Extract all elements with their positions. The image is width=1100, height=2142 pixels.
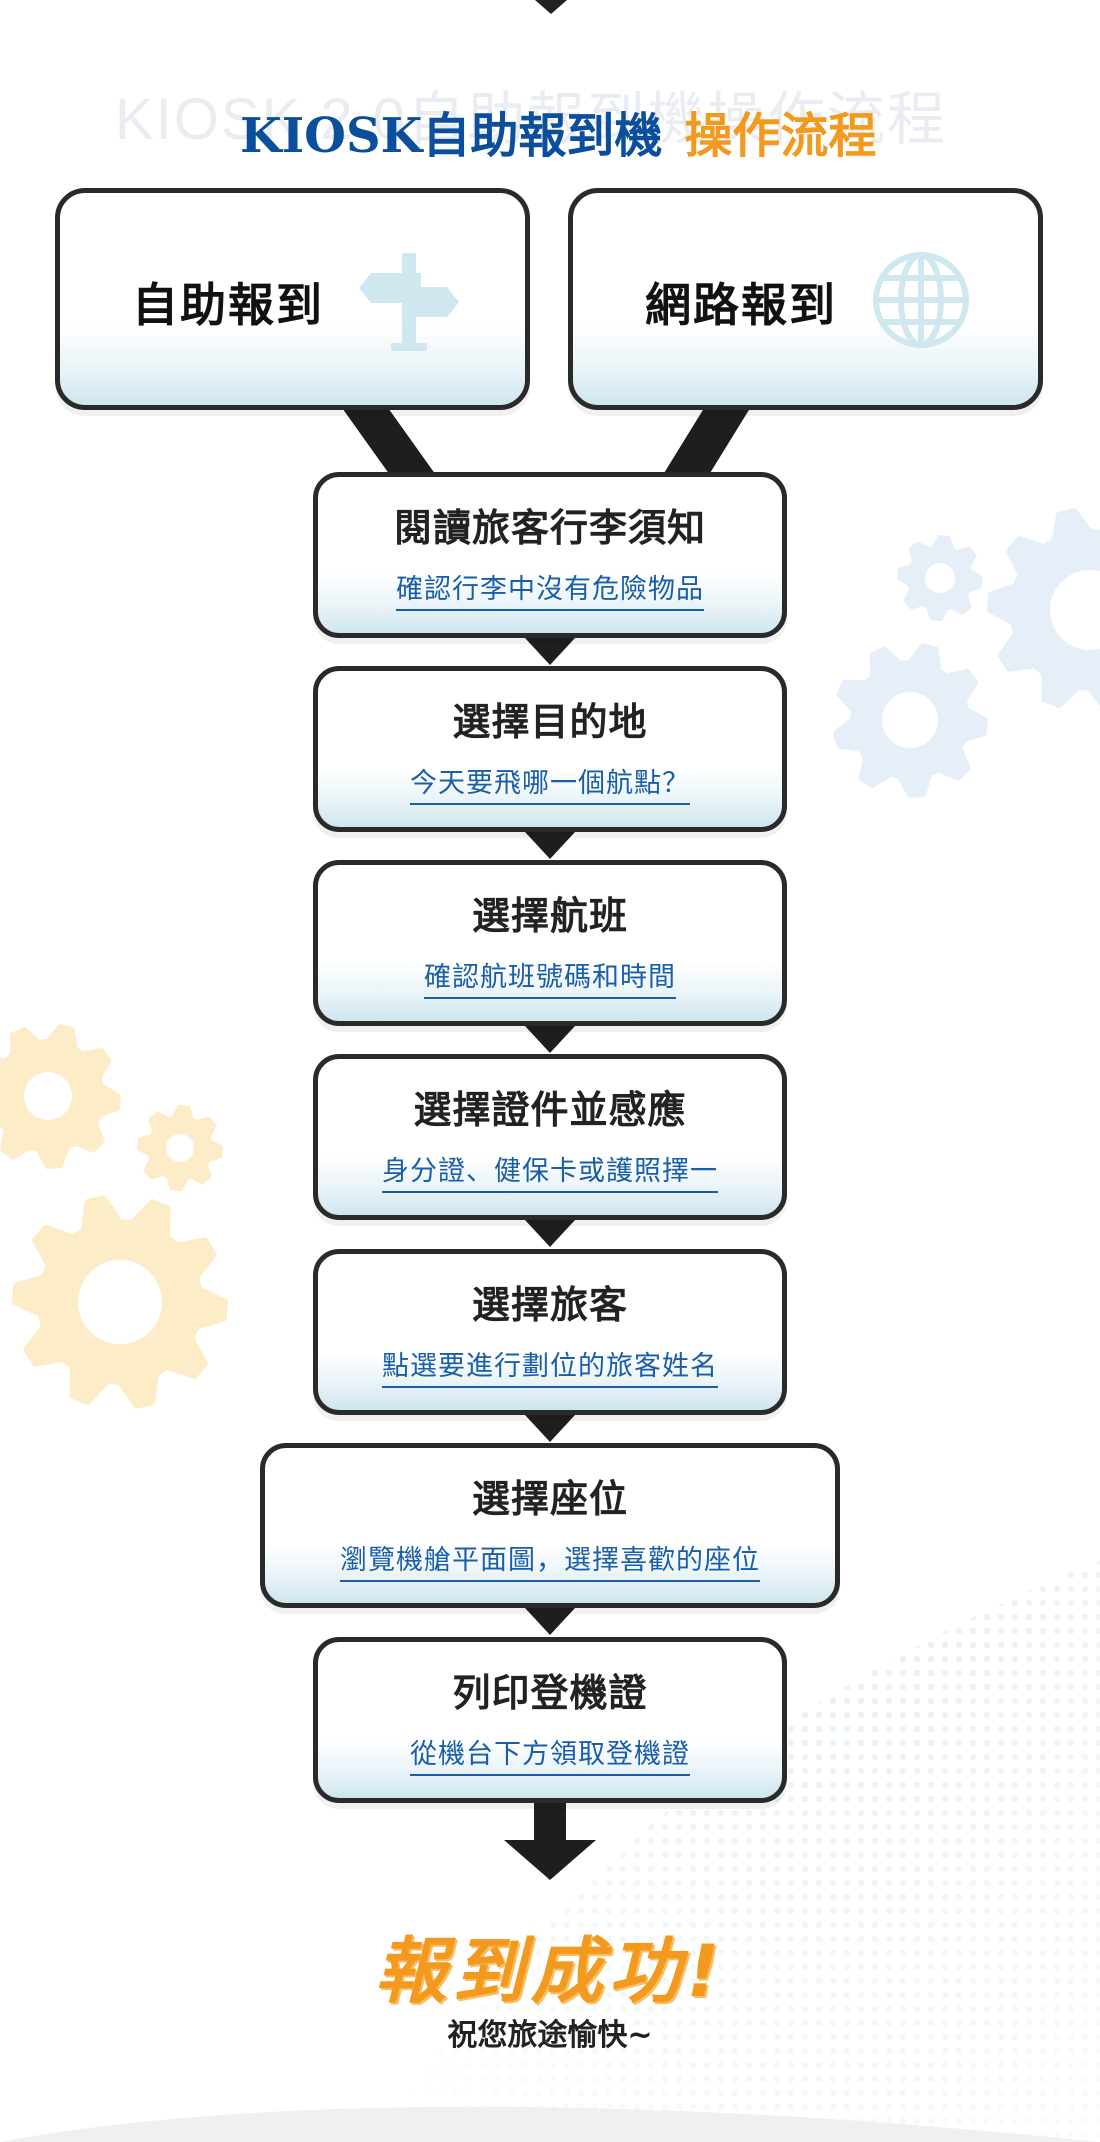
step-title: 閱讀旅客行李須知 [393, 506, 706, 550]
step-title: 選擇證件並感應 [413, 1088, 687, 1132]
page-title: KIOSK自助報到機操作流程 [240, 96, 940, 166]
arrow-5 [525, 1415, 575, 1442]
entry-online-checkin: 網路報到 [568, 188, 1043, 410]
step-subtitle: 瀏覽機艙平面圖，選擇喜歡的座位 [340, 1538, 760, 1582]
arrow-final [504, 1803, 596, 1880]
gear-icon [897, 535, 983, 621]
success-message: 報到成功! [374, 1929, 726, 2013]
gear-icon [833, 643, 988, 798]
gear-icon [0, 1024, 121, 1169]
step-passenger: 選擇旅客 點選要進行劃位的旅客姓名 [313, 1249, 787, 1415]
bottom-wave [0, 2106, 1100, 2142]
arrow-4 [525, 1220, 575, 1247]
gear-icon [137, 1105, 223, 1191]
step-destination: 選擇目的地 今天要飛哪一個航點？ [313, 666, 787, 832]
step-subtitle: 今天要飛哪一個航點？ [410, 761, 690, 805]
arrow-3 [525, 1026, 575, 1053]
step-id-scan: 選擇證件並感應 身分證、健保卡或護照擇一 [313, 1054, 787, 1220]
step-title: 列印登機證 [452, 1671, 648, 1715]
signpost-icon [359, 253, 459, 351]
wish-message: 祝您旅途愉快~ [447, 2018, 653, 2053]
entry-label-online: 網路報到 [645, 278, 837, 332]
title-main: KIOSK自助報到機 [240, 108, 663, 164]
step-flight: 選擇航班 確認航班號碼和時間 [313, 860, 787, 1026]
connector-left [340, 405, 438, 478]
step-subtitle: 確認航班號碼和時間 [424, 955, 676, 999]
step-subtitle: 身分證、健保卡或護照擇一 [382, 1149, 718, 1193]
title-highlight: 操作流程 [684, 108, 877, 164]
ghost-title: KIOSK 2.0自助報到機操作流程 [115, 87, 948, 152]
step-title: 選擇目的地 [452, 700, 648, 744]
step-luggage-notice: 閱讀旅客行李須知 確認行李中沒有危險物品 [313, 472, 787, 638]
arrow-1 [525, 638, 575, 665]
connector-right [661, 405, 752, 478]
step-print-boarding-pass: 列印登機證 從機台下方領取登機證 [313, 1637, 787, 1803]
top-notch [535, 0, 567, 14]
step-subtitle: 從機台下方領取登機證 [410, 1732, 690, 1776]
arrow-2 [525, 832, 575, 859]
step-seat: 選擇座位 瀏覽機艙平面圖，選擇喜歡的座位 [260, 1443, 840, 1608]
step-subtitle: 確認行李中沒有危險物品 [396, 567, 704, 611]
gear-icon [987, 508, 1100, 709]
entry-label-self: 自助報到 [132, 278, 324, 332]
step-title: 選擇座位 [471, 1477, 628, 1521]
arrow-6 [525, 1608, 575, 1635]
step-title: 選擇旅客 [471, 1283, 628, 1327]
gear-icon [12, 1195, 228, 1409]
entry-self-checkin: 自助報到 [55, 188, 530, 410]
globe-icon [873, 252, 969, 348]
step-title: 選擇航班 [471, 894, 628, 938]
step-subtitle: 點選要進行劃位的旅客姓名 [382, 1344, 718, 1388]
